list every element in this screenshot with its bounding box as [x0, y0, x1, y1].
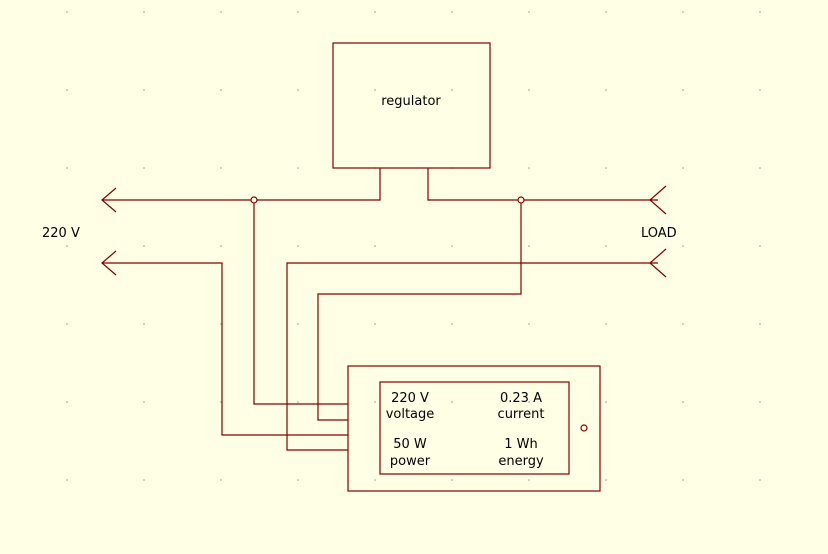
grid-dot	[66, 245, 68, 247]
grid-dot	[66, 401, 68, 403]
source-label: 220 V	[42, 226, 80, 241]
grid-dot	[451, 401, 453, 403]
grid-dot	[220, 479, 222, 481]
grid-dot	[374, 479, 376, 481]
grid-dot	[682, 245, 684, 247]
grid-dot	[528, 245, 530, 247]
grid-dot	[143, 245, 145, 247]
load-wire-bottom	[286, 262, 658, 451]
grid-dot	[297, 11, 299, 13]
grid-dot	[528, 479, 530, 481]
power-value: 50 W	[393, 437, 427, 452]
grid-dot	[143, 323, 145, 325]
power-name: power	[390, 454, 431, 469]
grid-dot	[220, 89, 222, 91]
grid-dot	[374, 401, 376, 403]
source-wire-top	[102, 168, 381, 201]
source-arrow-bottom-icon	[101, 250, 117, 276]
current-sense-wire	[317, 200, 522, 421]
grid-dots	[66, 11, 761, 481]
grid-dot	[451, 89, 453, 91]
grid-dot	[528, 323, 530, 325]
grid-dot	[528, 401, 530, 403]
grid-dot	[66, 167, 68, 169]
grid-dot	[66, 479, 68, 481]
grid-dot	[143, 11, 145, 13]
grid-dot	[220, 167, 222, 169]
grid-dot	[220, 11, 222, 13]
junction-node	[250, 196, 258, 204]
meter-button-icon[interactable]	[580, 424, 588, 432]
grid-dot	[374, 245, 376, 247]
grid-dot	[682, 479, 684, 481]
grid-dot	[759, 479, 761, 481]
current-name: current	[498, 407, 545, 422]
grid-dot	[759, 167, 761, 169]
current-value: 0.23 A	[500, 391, 542, 406]
grid-dot	[297, 323, 299, 325]
grid-dot	[297, 401, 299, 403]
grid-dot	[759, 11, 761, 13]
grid-dot	[759, 89, 761, 91]
grid-dot	[451, 11, 453, 13]
grid-dot	[297, 245, 299, 247]
grid-dot	[605, 89, 607, 91]
load-wire-top	[427, 168, 658, 201]
grid-dot	[605, 167, 607, 169]
grid-dot	[451, 245, 453, 247]
grid-dot	[528, 89, 530, 91]
energy-name: energy	[498, 454, 544, 469]
grid-dot	[528, 11, 530, 13]
grid-dot	[682, 323, 684, 325]
grid-dot	[66, 323, 68, 325]
grid-dot	[374, 11, 376, 13]
source-arrow-top-icon	[101, 187, 117, 213]
grid-dot	[682, 167, 684, 169]
grid-dot	[143, 89, 145, 91]
grid-dot	[605, 323, 607, 325]
grid-dot	[143, 479, 145, 481]
load-connector-top-icon	[649, 185, 667, 215]
regulator-box	[332, 42, 491, 169]
grid-dot	[66, 89, 68, 91]
grid-dot	[220, 245, 222, 247]
voltage-name: voltage	[386, 407, 435, 422]
energy-value: 1 Wh	[504, 437, 538, 452]
grid-dot	[66, 11, 68, 13]
grid-dot	[605, 11, 607, 13]
grid-dot	[605, 401, 607, 403]
grid-dot	[451, 479, 453, 481]
grid-dot	[605, 245, 607, 247]
grid-dot	[451, 323, 453, 325]
grid-dot	[374, 89, 376, 91]
grid-dot	[682, 401, 684, 403]
load-label: LOAD	[641, 226, 677, 241]
grid-dot	[605, 479, 607, 481]
grid-dot	[297, 167, 299, 169]
meter-box	[347, 365, 601, 492]
grid-dot	[143, 401, 145, 403]
source-wire-bottom	[102, 262, 348, 436]
voltage-sense-wire	[253, 200, 348, 405]
junction-node	[517, 196, 525, 204]
grid-dot	[759, 245, 761, 247]
load-connector-bottom-icon	[649, 248, 667, 278]
voltage-value: 220 V	[391, 391, 429, 406]
grid-dot	[759, 323, 761, 325]
grid-dot	[682, 89, 684, 91]
grid-dot	[759, 401, 761, 403]
regulator-label: regulator	[381, 94, 441, 109]
grid-dot	[143, 167, 145, 169]
grid-dot	[297, 479, 299, 481]
grid-dot	[682, 11, 684, 13]
grid-dot	[297, 89, 299, 91]
grid-dot	[528, 167, 530, 169]
meter-display	[379, 381, 570, 475]
grid-dot	[374, 323, 376, 325]
